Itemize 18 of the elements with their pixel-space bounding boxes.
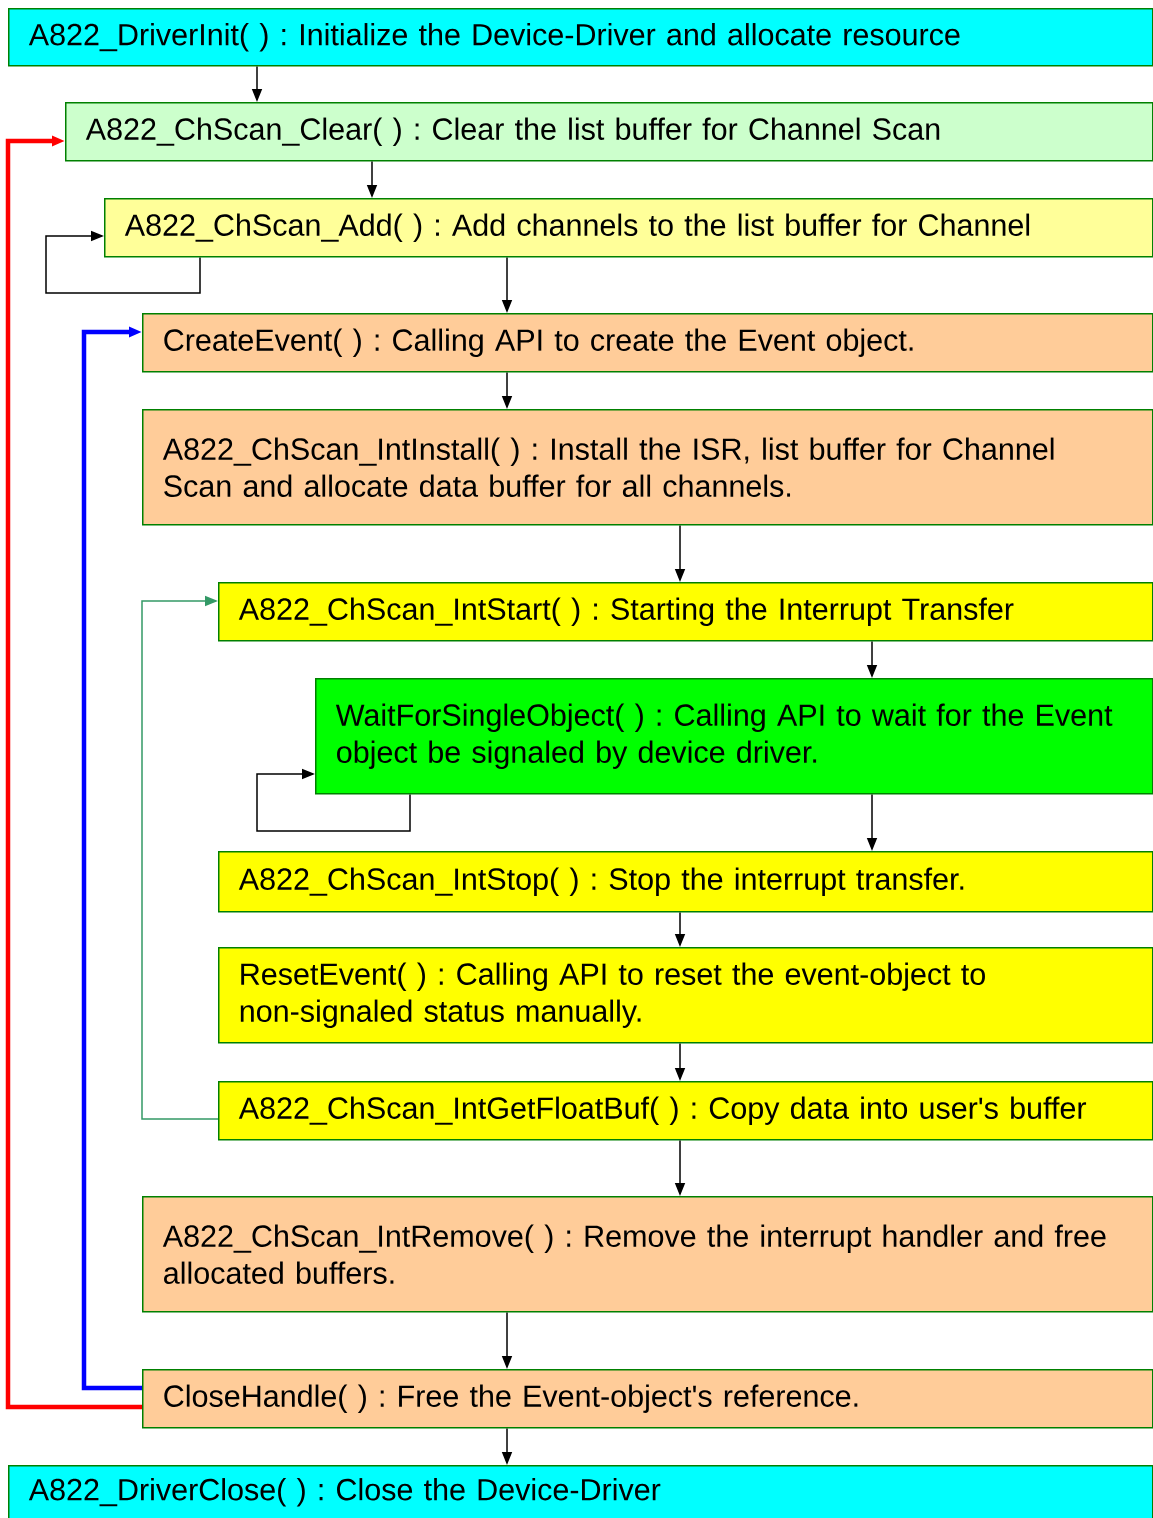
process-box: A822_DriverInit( ) : Initialize the Device-Driver and allocate resource: [8, 8, 1153, 67]
loop-arrow: [256, 768, 411, 832]
process-box: A822_ChScan_Clear( ) : Clear the list buffer for Channel Scan: [65, 102, 1153, 162]
process-box: A822_ChScan_IntInstall( ) : Install the ISR, list buffer for Channel Scan and allocate data buffer for all channels.: [142, 409, 1153, 526]
process-box: A822_ChScan_IntRemove( ) : Remove the interrupt handler and free allocated buffers.: [142, 1196, 1153, 1313]
process-box: CreateEvent( ) : Calling API to create the Event object.: [142, 313, 1153, 373]
process-box: A822_ChScan_IntStart( ) : Starting the Interrupt Transfer: [218, 582, 1153, 642]
loop-arrow: [141, 595, 219, 1120]
process-box: A822_ChScan_Add( ) : Add channels to the list buffer for Channel: [104, 198, 1153, 258]
process-box: CloseHandle( ) : Free the Event-object's reference.: [142, 1369, 1153, 1429]
process-box: A822_DriverClose( ) : Close the Device-Driver: [8, 1465, 1153, 1518]
process-box: A822_ChScan_IntGetFloatBuf( ) : Copy data into user's buffer: [218, 1081, 1153, 1141]
loop-arrow: [81, 326, 142, 1391]
process-box: ResetEvent( ) : Calling API to reset the event-object to non-signaled status manually.: [218, 947, 1153, 1044]
loop-arrow: [5, 135, 142, 1410]
process-box: A822_ChScan_IntStop( ) : Stop the interrupt transfer.: [218, 851, 1153, 913]
loop-arrow: [45, 230, 201, 294]
process-box: WaitForSingleObject( ) : Calling API to wait for the Event object be signaled by device driver.: [315, 678, 1153, 795]
